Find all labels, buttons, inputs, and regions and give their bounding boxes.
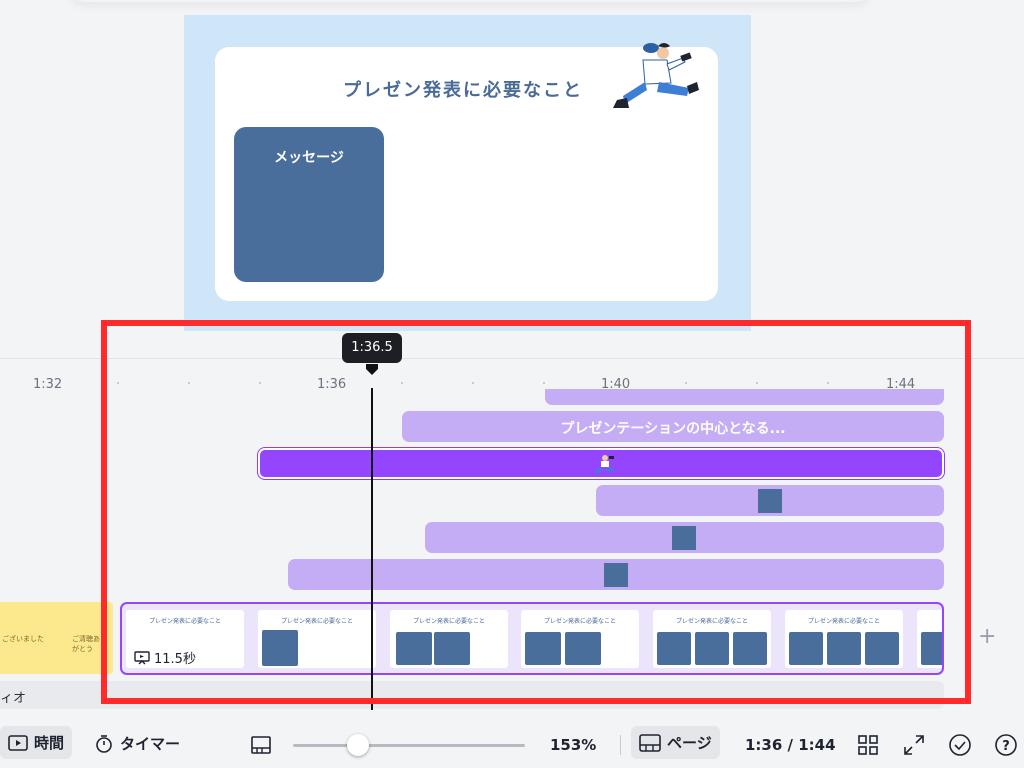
timeline-clip[interactable] <box>545 389 944 405</box>
thumbnail-title: プレゼン発表に必要なこと <box>412 618 485 625</box>
tick-dot <box>756 382 758 384</box>
svg-text:?: ? <box>1002 739 1010 754</box>
page-thumbnail: プレゼン発表に必要なこと <box>521 610 639 668</box>
shape-clip[interactable] <box>596 485 944 516</box>
tick-dot <box>543 382 545 384</box>
thumbnail-box <box>657 632 691 665</box>
thumbnail-title: プレゼン発表に必要なこと <box>148 618 221 625</box>
page-thumbnail: プレゼン発表に必要なこと <box>126 610 244 668</box>
play-screen-icon <box>8 734 28 751</box>
page-thumbnail: プレゼン発表に必要なこと <box>258 610 376 668</box>
tick-label: 1:32 <box>33 377 63 392</box>
thumbnail-box <box>262 630 298 666</box>
tick-dot <box>472 382 474 384</box>
check-circle-icon[interactable] <box>948 733 972 757</box>
page-thumbnail: プレゼン発表に必要なこと <box>390 610 508 668</box>
timer-label: タイマー <box>120 735 181 753</box>
thumbnail-box <box>396 632 432 665</box>
thumbnail-box <box>865 632 899 665</box>
text-clip[interactable]: プレゼンテーションの中心となる... <box>402 411 944 442</box>
bottom-toolbar: 時間 タイマー 153% ページ 1:36 / 1:44 <box>0 717 1024 768</box>
page-thumbnail: プレゼン発表に必要なこと <box>785 610 903 668</box>
presentation-icon <box>134 650 150 664</box>
tick-dot <box>401 382 403 384</box>
shape-clip[interactable] <box>425 522 944 553</box>
tick-label: 1:40 <box>601 377 631 392</box>
current-page-strip[interactable]: プレゼン発表に必要なこと プレゼン発表に必要なこと プレゼン発表に必要なこと プ… <box>120 602 944 675</box>
thumbnail-box <box>695 632 729 665</box>
playhead-handle[interactable] <box>364 364 380 376</box>
previous-page-text: ご清聴ありがとう <box>72 635 107 653</box>
previous-page-clip[interactable]: ございました ご清聴ありがとう <box>0 602 113 674</box>
presenter-clip-icon <box>595 455 614 474</box>
thumbnail-box <box>565 632 601 665</box>
page-view-label: ページ <box>667 734 712 752</box>
playback-time: 1:36 / 1:44 <box>745 736 836 754</box>
tick-label: 1:44 <box>886 377 916 392</box>
fullscreen-icon[interactable] <box>902 733 926 757</box>
tick-label: 1:36 <box>317 377 347 392</box>
page-layout-icon <box>639 733 661 752</box>
tick-dot <box>188 382 190 384</box>
help-icon[interactable]: ? <box>994 733 1018 757</box>
grid-view-icon[interactable] <box>856 733 880 757</box>
text-clip-label: プレゼンテーションの中心となる... <box>560 421 786 437</box>
previous-page-text: ございました <box>2 635 44 643</box>
zoom-slider-track[interactable] <box>293 744 525 747</box>
zoom-value[interactable]: 153% <box>550 736 597 754</box>
page-duration-badge: 11.5秒 <box>134 648 196 667</box>
tick-dot <box>259 382 261 384</box>
thumbnail-box <box>733 632 767 665</box>
playhead-time-tooltip: 1:36.5 <box>342 333 402 363</box>
timer-button[interactable]: タイマー <box>94 733 180 754</box>
slide-title[interactable]: プレゼン発表に必要なこと <box>343 80 583 101</box>
tick-dot <box>685 382 687 384</box>
zoom-slider-thumb[interactable] <box>346 734 369 756</box>
thumbnail-size-icon[interactable] <box>249 733 273 757</box>
stopwatch-icon <box>96 734 112 753</box>
illustration-clip-selected[interactable] <box>258 448 944 479</box>
shape-thumbnail <box>604 563 628 587</box>
thumbnail-box <box>921 632 942 665</box>
top-panel-edge <box>70 0 870 2</box>
tick-dot <box>827 382 829 384</box>
time-view-button[interactable]: 時間 <box>0 726 73 759</box>
add-page-button[interactable]: + <box>978 624 997 649</box>
thumbnail-box <box>525 632 561 665</box>
thumbnail-title: プレゼン発表に必要なこと <box>807 618 880 625</box>
thumbnail-title: プレゼン発表に必要なこと <box>543 618 616 625</box>
playhead-line[interactable] <box>371 388 373 710</box>
page-view-button[interactable]: ページ <box>631 726 720 759</box>
message-box-label: メッセージ <box>274 150 344 166</box>
thumbnail-box <box>827 632 861 665</box>
thumbnail-box <box>434 632 470 665</box>
shape-clip[interactable] <box>288 559 944 590</box>
message-box[interactable]: メッセージ <box>234 127 384 282</box>
page-thumbnail <box>917 610 942 668</box>
page-thumbnail: プレゼン発表に必要なこと <box>653 610 771 668</box>
thumbnail-box <box>789 632 823 665</box>
tick-dot <box>117 382 119 384</box>
audio-track-label: ィオ <box>0 691 27 706</box>
page-duration: 11.5秒 <box>154 652 196 667</box>
presenter-illustration[interactable] <box>603 38 703 116</box>
shape-thumbnail <box>758 489 782 513</box>
thumbnail-title: プレゼン発表に必要なこと <box>675 618 748 625</box>
timeline-panel[interactable]: 1:32 1:36 1:40 1:44 プレゼンテーションの中心となる... ご… <box>0 358 1024 710</box>
shape-thumbnail <box>672 526 696 550</box>
time-view-label: 時間 <box>34 734 65 752</box>
audio-track[interactable]: ィオ <box>0 681 944 709</box>
toolbar-divider <box>620 735 621 755</box>
thumbnail-title: プレゼン発表に必要なこと <box>280 618 353 625</box>
